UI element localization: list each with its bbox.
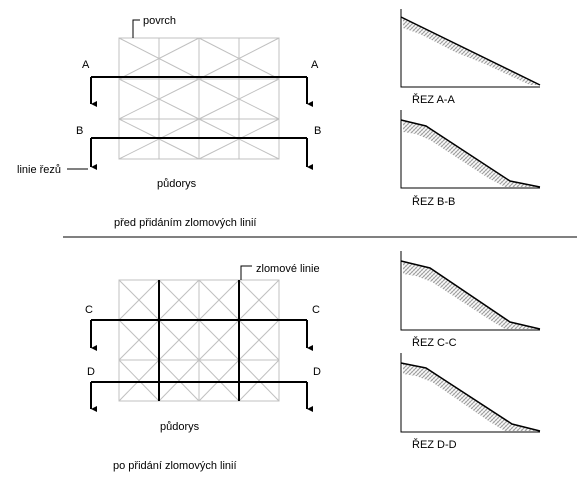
cut-d-right-label: D (313, 366, 321, 378)
cut-c-right-label: C (312, 304, 320, 316)
cut-line-d (90, 381, 313, 412)
breaklines-label: zlomové linie (256, 263, 320, 275)
section-d-label: ŘEZ D-D (412, 438, 457, 451)
section-c-c: ŘEZ C-C (400, 251, 541, 349)
cut-lines-label: linie řezů (17, 164, 61, 176)
cut-a-right-label: A (311, 59, 319, 71)
cut-b-right-label: B (314, 125, 321, 137)
section-b-label: ŘEZ B-B (412, 195, 455, 208)
surface-leader (132, 19, 140, 38)
cut-d-left-label: D (87, 366, 95, 378)
cut-a-left-label: A (82, 59, 90, 71)
section-a-a: ŘEZ A-A (400, 9, 541, 106)
breaklines-leader (240, 265, 252, 280)
cut-c-left-label: C (85, 304, 93, 316)
top-surface-mesh (118, 37, 280, 160)
section-c-label: ŘEZ C-C (412, 336, 457, 349)
bottom-plan-label: půdorys (160, 421, 200, 433)
bottom-caption: po přidání zlomových linií (113, 460, 237, 472)
top-plan: povrch A A B B linie řezů půdorys před p… (17, 15, 321, 229)
cut-line-a (90, 76, 313, 107)
section-a-label: ŘEZ A-A (412, 93, 455, 106)
section-b-b: ŘEZ B-B (400, 110, 541, 208)
cut-line-b (90, 137, 313, 170)
cut-line-c (90, 319, 313, 351)
cut-b-left-label: B (76, 125, 83, 137)
top-plan-label: půdorys (157, 178, 197, 190)
surface-label: povrch (143, 15, 176, 27)
bottom-plan: zlomové linie C C D D půdorys po přidání… (85, 263, 321, 472)
top-caption: před přidáním zlomových linií (114, 217, 256, 229)
section-d-d: ŘEZ D-D (400, 353, 541, 451)
